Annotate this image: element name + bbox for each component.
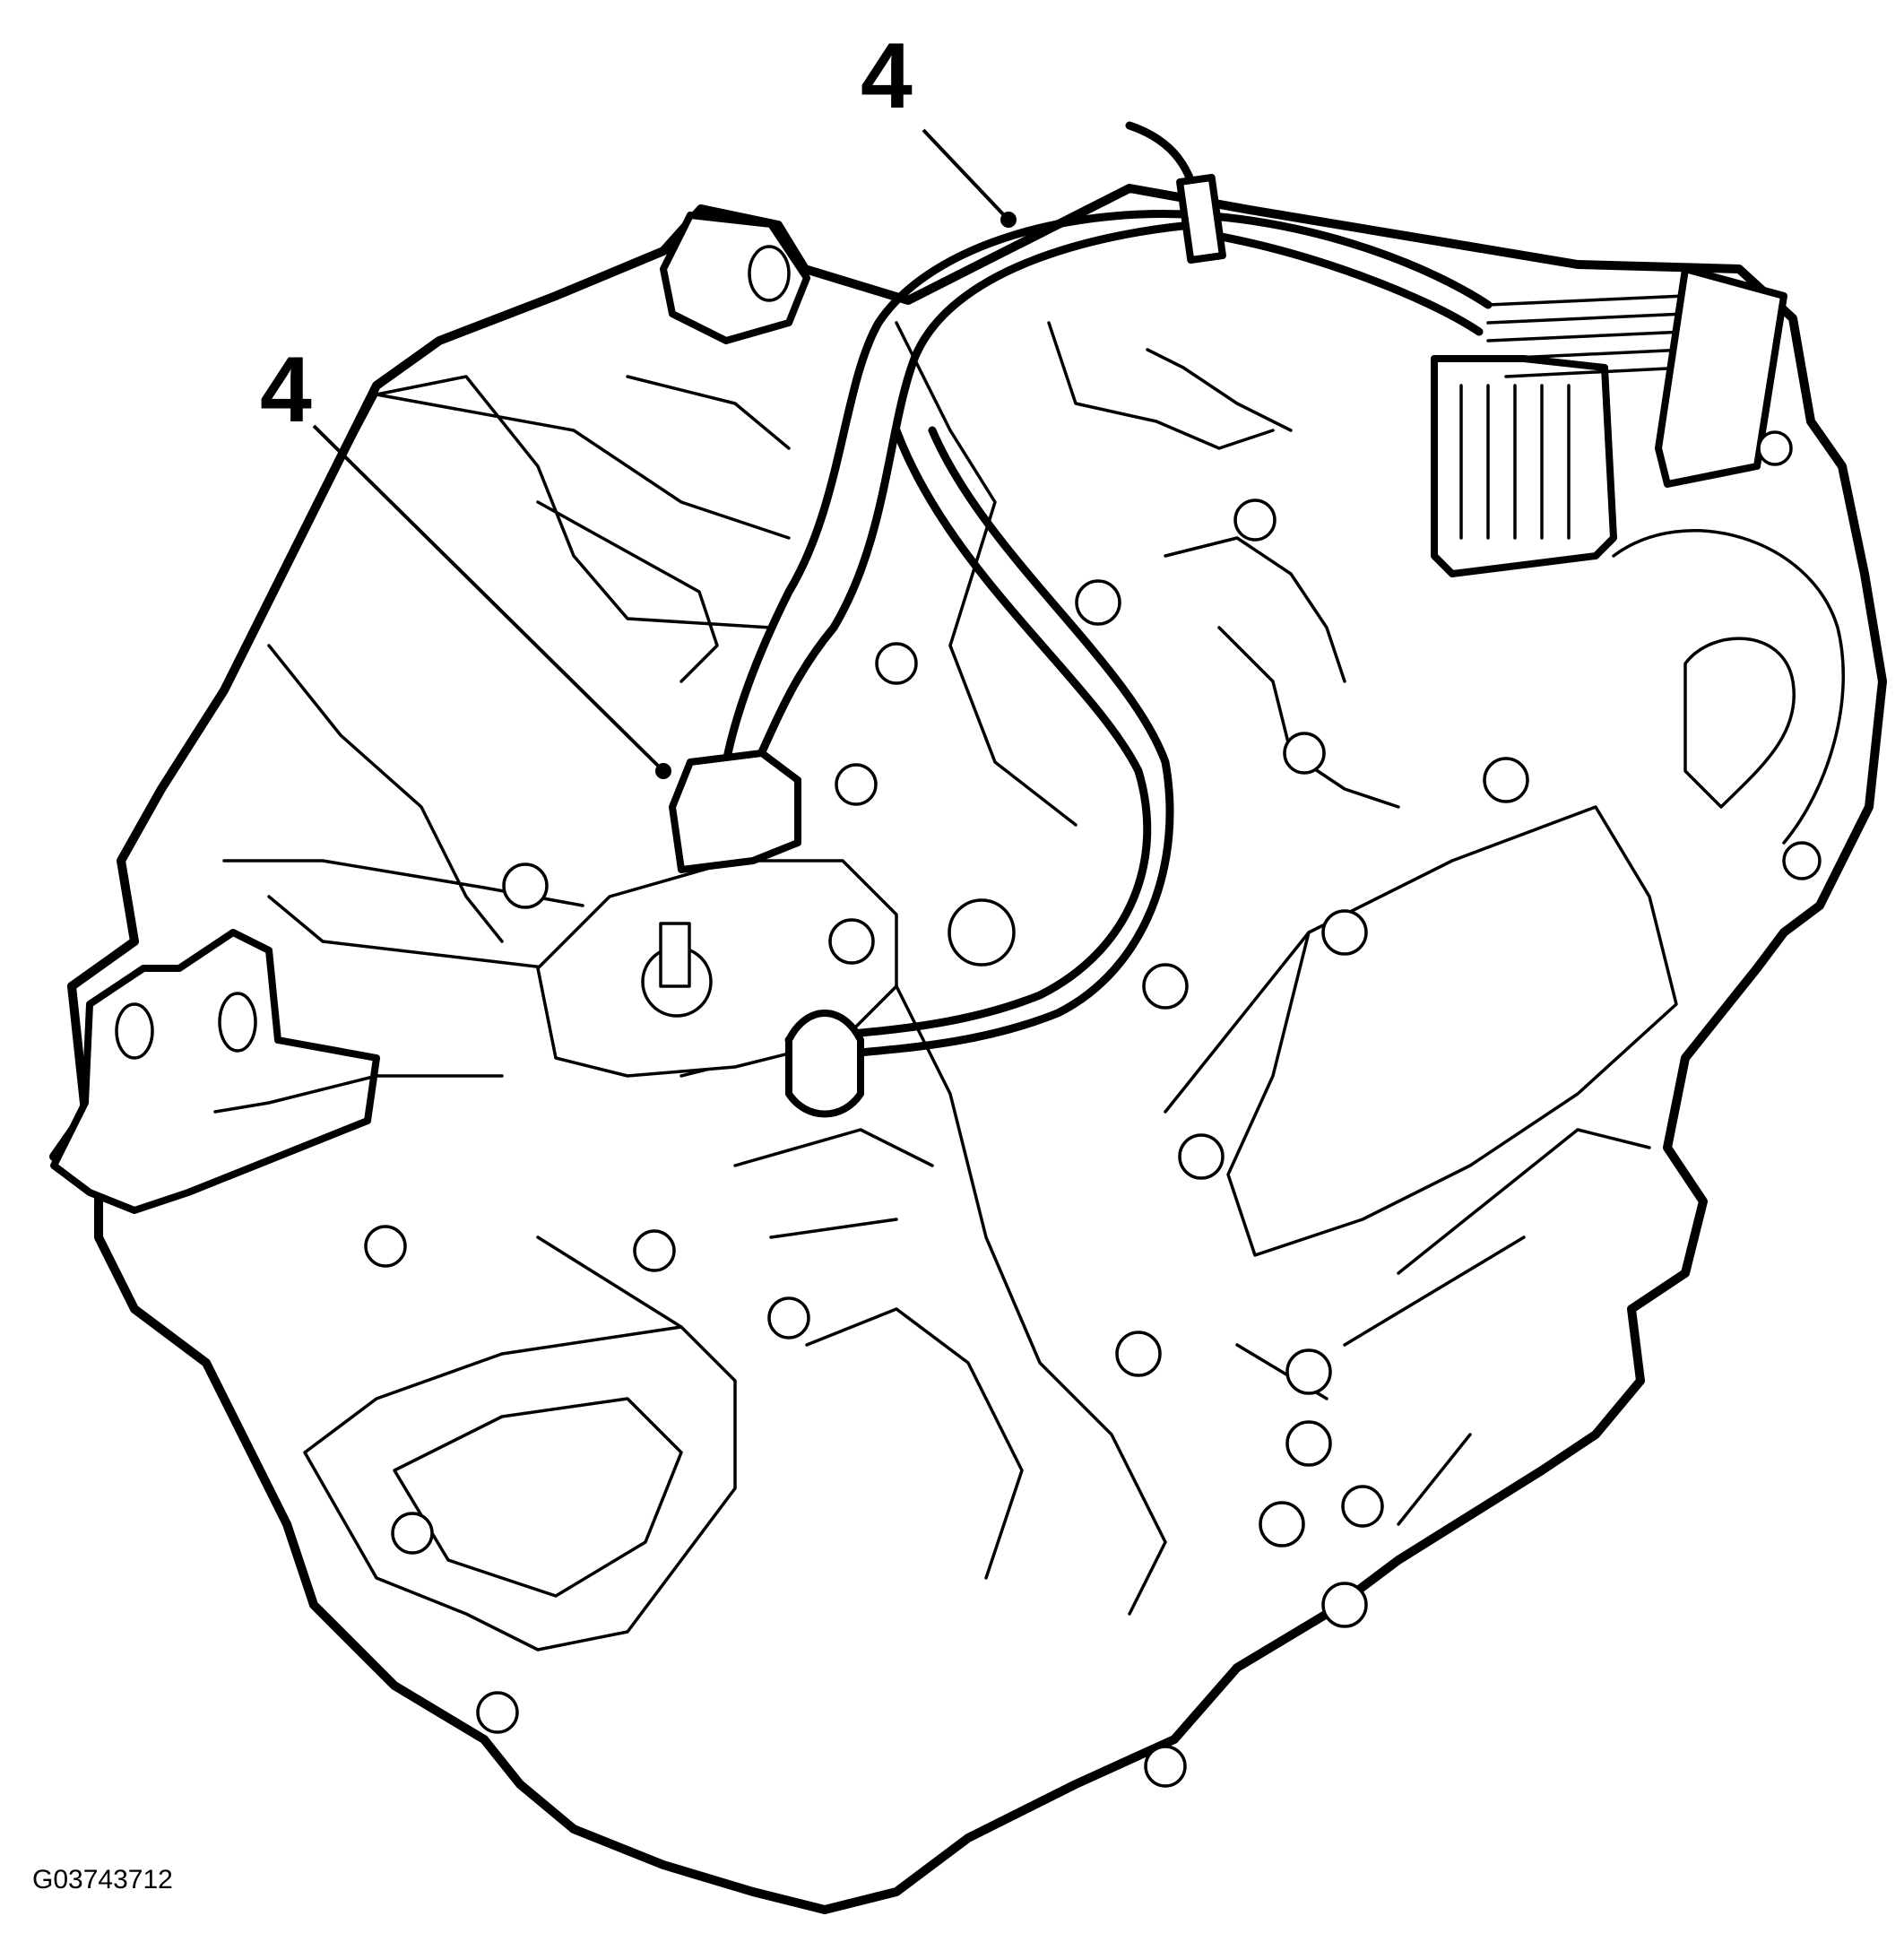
lower-cover-inner (393, 1397, 683, 1598)
connector-wires (1486, 294, 1687, 378)
lower-cover (303, 1325, 737, 1652)
multipin-connector-pins (1459, 384, 1571, 540)
connector-plug (1655, 265, 1787, 488)
leader-line-top (922, 128, 1006, 217)
left-bracket-hole-2 (218, 992, 257, 1053)
left-mounting-bracket (50, 929, 380, 1214)
leader-dot-left (655, 763, 671, 779)
left-housing-ribs (213, 375, 791, 1114)
leader-dot-top (1000, 212, 1017, 228)
wiring-harness-branch (1197, 211, 1493, 336)
housing-bolts (364, 430, 1822, 1788)
harness-clip (1176, 173, 1226, 264)
callout-number-left: 4 (260, 338, 312, 442)
wiring-harness-loop (784, 426, 1174, 1062)
right-housing-dome (1612, 529, 1845, 845)
figure-code: G03743712 (32, 1865, 173, 1894)
wiring-harness-main-edge (749, 220, 1206, 776)
sensor-connector (669, 750, 801, 873)
housing-center-rib (895, 321, 1400, 827)
callout-number-top: 4 (861, 24, 913, 128)
selector-shaft (659, 922, 691, 988)
leader-line-left (312, 424, 661, 768)
right-housing-edge (1164, 931, 1651, 1526)
sensor-connector-boot (785, 1010, 864, 1118)
upper-mounting-hole (748, 245, 791, 302)
left-bracket-hole-1 (115, 1002, 154, 1060)
right-housing-panel (1226, 805, 1678, 1257)
right-housing-dome-inner (1683, 637, 1796, 809)
